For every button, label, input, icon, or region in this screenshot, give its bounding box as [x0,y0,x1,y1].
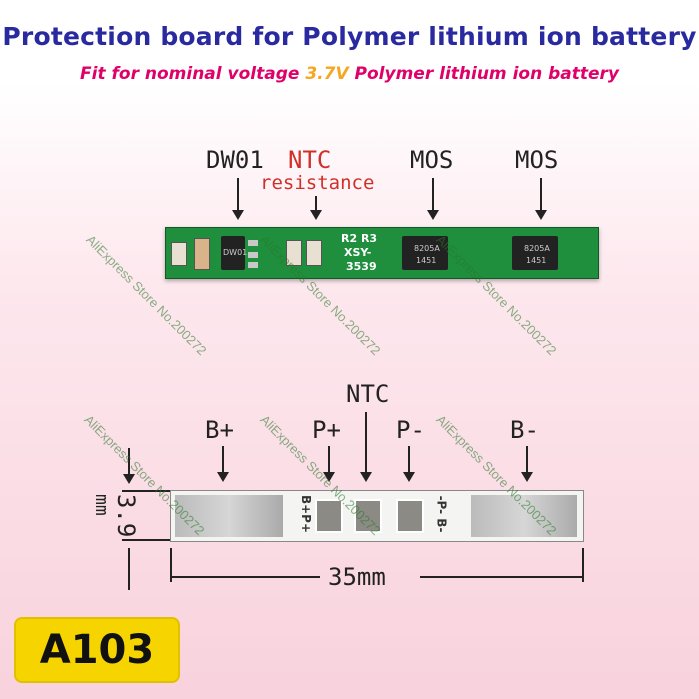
chip-2-text: 8205A [524,244,550,253]
dim-length-right-tick [582,548,584,582]
subtitle-suffix: Polymer lithium ion battery [348,64,619,84]
label-dw01: DW01 [206,146,264,174]
label-mos-1: MOS [410,146,454,174]
label-mos-2: MOS [515,146,559,174]
arrow-pminus [403,446,415,482]
chip-2b-text: 1451 [526,256,547,265]
pad-tag-bplus-pplus: B+P+ [299,494,314,534]
label-resistance: resistance [260,172,375,194]
smd-resistor [306,240,322,266]
chip-dw-text: DW01 [223,248,248,257]
label-ntc-bottom: NTC [346,380,390,408]
arrow-ntc-bottom [360,412,372,482]
dim-height-arrow-down [123,448,135,484]
smd-resistor [171,242,187,266]
chip-pin [248,262,258,268]
chip-pin [248,240,258,246]
label-pplus: P+ [312,416,341,444]
dim-length-line-right [420,576,582,578]
ntc-resistor [286,240,302,266]
dw01-chip: DW01 [221,236,248,270]
label-ntc-top: NTC [288,146,332,174]
pad-pplus [315,499,343,533]
arrow-pplus [323,446,335,482]
subtitle-voltage: 3.7V [305,64,349,84]
page-subtitle: Fit for nominal voltage 3.7V Polymer lit… [0,64,699,84]
dim-height-bottom-line [122,539,170,541]
pcb-top-view: DW01 R2 R3 XSY- 3539 8205A 1451 8205A 14… [165,227,599,279]
label-pminus: P- [396,416,425,444]
dim-height-unit: mm [91,494,112,516]
label-bplus: B+ [205,416,234,444]
pcb-xsy-text: XSY- [344,246,372,259]
pad-ntc [354,499,382,533]
arrow-dw01 [232,178,244,220]
dim-height-value: 3.9 [112,494,140,538]
pad-tag-pminus-bminus: -P- B- [434,495,449,533]
dim-length-left-tick [170,548,172,582]
label-bminus: B- [510,416,539,444]
pcb-bottom-view: B+P+ -P- B- [170,490,584,542]
dim-height-arrow-up [128,548,130,590]
smd-capacitor [194,238,210,270]
pcb-r2r3-text: R2 R3 [341,232,378,245]
pad-pminus [396,499,424,533]
chip-pin [248,252,258,258]
subtitle-prefix: Fit for nominal voltage [80,64,306,84]
arrow-bminus [521,446,533,482]
mos-chip-2: 8205A 1451 [512,236,558,270]
pcb-code-text: 3539 [346,260,377,273]
model-badge: A103 [14,617,180,683]
chip-1b-text: 1451 [416,256,437,265]
pad-bplus [175,495,283,537]
page-title: Protection board for Polymer lithium ion… [2,22,697,51]
mos-chip-1: 8205A 1451 [402,236,448,270]
arrow-mos-1 [427,178,439,220]
dim-height-top-line [122,490,170,492]
arrow-bplus [217,446,229,482]
dim-length-value: 35mm [328,563,386,591]
arrow-mos-2 [535,178,547,220]
chip-1-text: 8205A [414,244,440,253]
dim-length-line-left [172,576,320,578]
arrow-ntc-top [310,196,322,220]
pad-bminus [471,495,577,537]
